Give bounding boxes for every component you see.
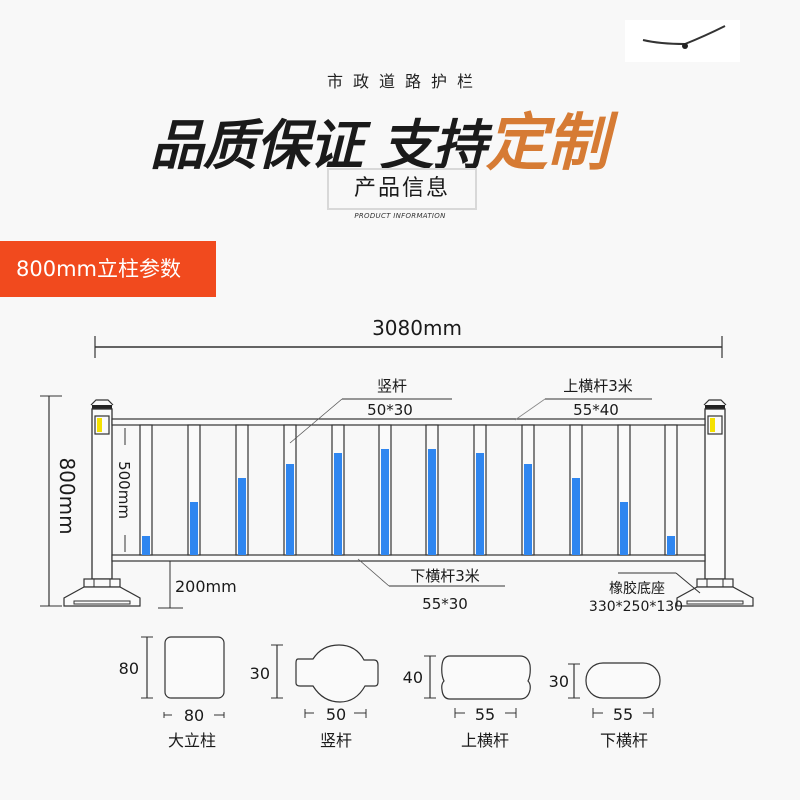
- total-height-label: 800mm: [55, 457, 79, 534]
- fence-diagram: 3080mm 800mm: [40, 316, 754, 615]
- product-info-title: 产品信息: [327, 168, 477, 210]
- svg-text:50: 50: [326, 705, 346, 724]
- profile-bottom-rail: 30 55 下横杆: [549, 662, 661, 750]
- profiles-diagram: 80 80 大立柱 30 50 竖杆 40 55 上横杆 30: [119, 636, 661, 750]
- svg-text:30: 30: [250, 664, 270, 683]
- svg-text:30: 30: [549, 672, 569, 691]
- svg-text:55: 55: [613, 705, 633, 724]
- pickets: [139, 424, 678, 556]
- top-rail-size: 55*40: [573, 401, 619, 419]
- headline-accent: 定制: [485, 106, 609, 179]
- bottom-rail-size: 55*30: [422, 595, 468, 613]
- profile-picket: 30 50 竖杆: [250, 644, 379, 750]
- param-badge: 800mm立柱参数: [0, 241, 216, 297]
- picket-size: 50*30: [367, 401, 413, 419]
- reflector-icon: [97, 418, 102, 432]
- headline: 品质保证 支持定制: [150, 92, 609, 179]
- profile-label: 大立柱: [168, 731, 216, 750]
- profile-label: 上横杆: [461, 731, 509, 750]
- profile-label: 下横杆: [600, 731, 648, 750]
- headline-main: 品质保证 支持: [150, 114, 487, 177]
- right-post: [676, 399, 754, 607]
- bottom-rail-label: 下横杆3米: [410, 567, 480, 585]
- profile-top-rail: 40 55 上横杆: [403, 655, 531, 750]
- ground-clearance-label: 200mm: [175, 577, 237, 596]
- infill-height-label: 500mm: [115, 461, 133, 519]
- total-width-label: 3080mm: [372, 316, 462, 340]
- bird-icon: [642, 25, 726, 49]
- header-subtitle: 市政道路护栏: [326, 72, 483, 91]
- bird-image: [625, 20, 740, 62]
- svg-text:80: 80: [184, 706, 204, 725]
- left-post: [63, 399, 141, 607]
- base-size: 330*250*130: [589, 599, 683, 615]
- svg-text:40: 40: [403, 668, 423, 687]
- top-rail: [111, 418, 706, 426]
- base-label: 橡胶底座: [609, 580, 665, 597]
- top-rail-label: 上横杆3米: [563, 377, 633, 395]
- svg-text:55: 55: [475, 705, 495, 724]
- profile-main-post: 80 80 大立柱: [119, 636, 225, 750]
- profile-label: 竖杆: [320, 731, 352, 750]
- picket-label: 竖杆: [377, 377, 407, 395]
- bottom-rail: [111, 554, 706, 562]
- reflector-icon: [710, 418, 715, 432]
- product-info-subtitle: PRODUCT INFORMATION: [354, 212, 446, 220]
- svg-text:80: 80: [119, 659, 139, 678]
